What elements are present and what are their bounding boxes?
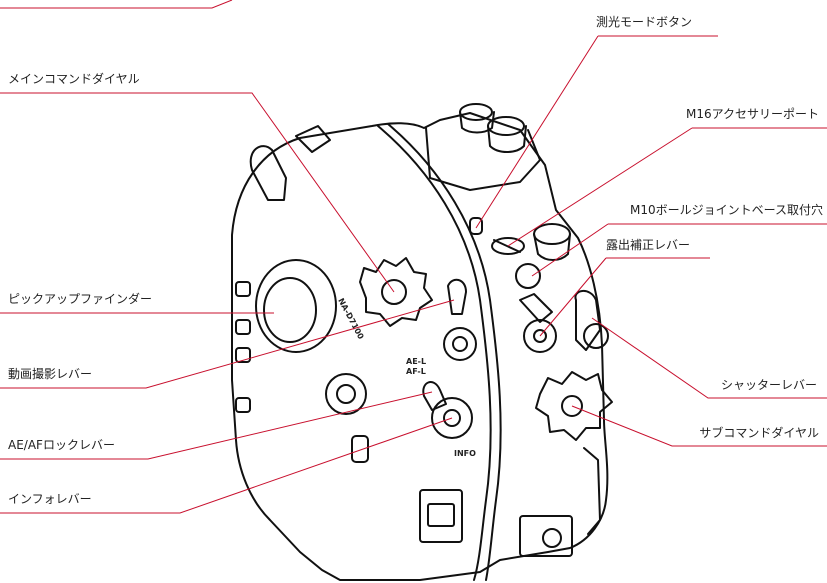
label-sub-command-dial: サブコマンドダイヤル xyxy=(699,426,819,440)
housing-body xyxy=(231,112,609,581)
shutter-lever-icon xyxy=(574,290,601,351)
main-command-dial-icon xyxy=(359,257,433,327)
ae-af-lock-lever-icon xyxy=(422,381,447,411)
label-info-lever: インフォレバー xyxy=(8,492,92,506)
label-exposure-comp-lever: 露出補正レバー xyxy=(606,238,691,252)
leader-main-command-dial xyxy=(0,92,395,293)
leader-info-lever xyxy=(0,417,453,514)
leader-shutter-lever xyxy=(591,317,827,399)
label-m16-accessory-port: M16アクセサリーポート xyxy=(685,107,819,121)
bottom-plate xyxy=(419,489,463,543)
ae-l-engraving: AE-L xyxy=(406,357,426,366)
info-engraving: INFO xyxy=(454,449,476,458)
leader-metering-button xyxy=(475,35,718,229)
top-right-dial-icon xyxy=(533,223,571,261)
label-ae-af-lock-lever: AE/AFロックレバー xyxy=(8,438,115,452)
leader-ae-af-lock-lever xyxy=(0,391,433,460)
m10-base-icon xyxy=(515,263,541,289)
housing-seam xyxy=(377,125,492,581)
model-engraving: NA-D7100 xyxy=(336,297,365,341)
label-shutter-lever: シャッターレバー xyxy=(720,378,817,392)
label-movie-lever: 動画撮影レバー xyxy=(8,367,93,381)
grip-strap xyxy=(249,145,287,201)
leader-sub-command-dial xyxy=(571,405,827,447)
exposure-comp-lever-icon xyxy=(523,319,557,353)
top-knob-left-icon xyxy=(459,103,493,121)
label-metering-button: 測光モードボタン xyxy=(596,15,693,29)
top-turret xyxy=(425,127,541,191)
label-main-command-dial: メインコマンドダイヤル xyxy=(8,72,140,86)
label-m10-ball-joint-base: M10ボールジョイントベース取付穴 xyxy=(629,203,823,217)
pickup-finder-icon xyxy=(255,259,337,353)
leader-m16-accessory-port xyxy=(507,127,827,247)
m16-port-icon xyxy=(491,237,525,255)
sub-command-dial-icon xyxy=(535,371,613,441)
leader-top-fragment xyxy=(0,0,233,9)
label-pickup-finder: ピックアップファインダー xyxy=(8,292,153,306)
leader-movie-lever xyxy=(0,299,455,389)
af-l-engraving: AF-L xyxy=(406,367,426,376)
rear-button-icon xyxy=(325,373,367,415)
leader-m10-ball-joint-base xyxy=(531,223,827,277)
metering-button-icon xyxy=(469,217,483,235)
info-lever-icon xyxy=(431,397,473,439)
movie-lever-icon xyxy=(447,278,467,315)
leader-exposure-comp-lever xyxy=(539,257,710,337)
